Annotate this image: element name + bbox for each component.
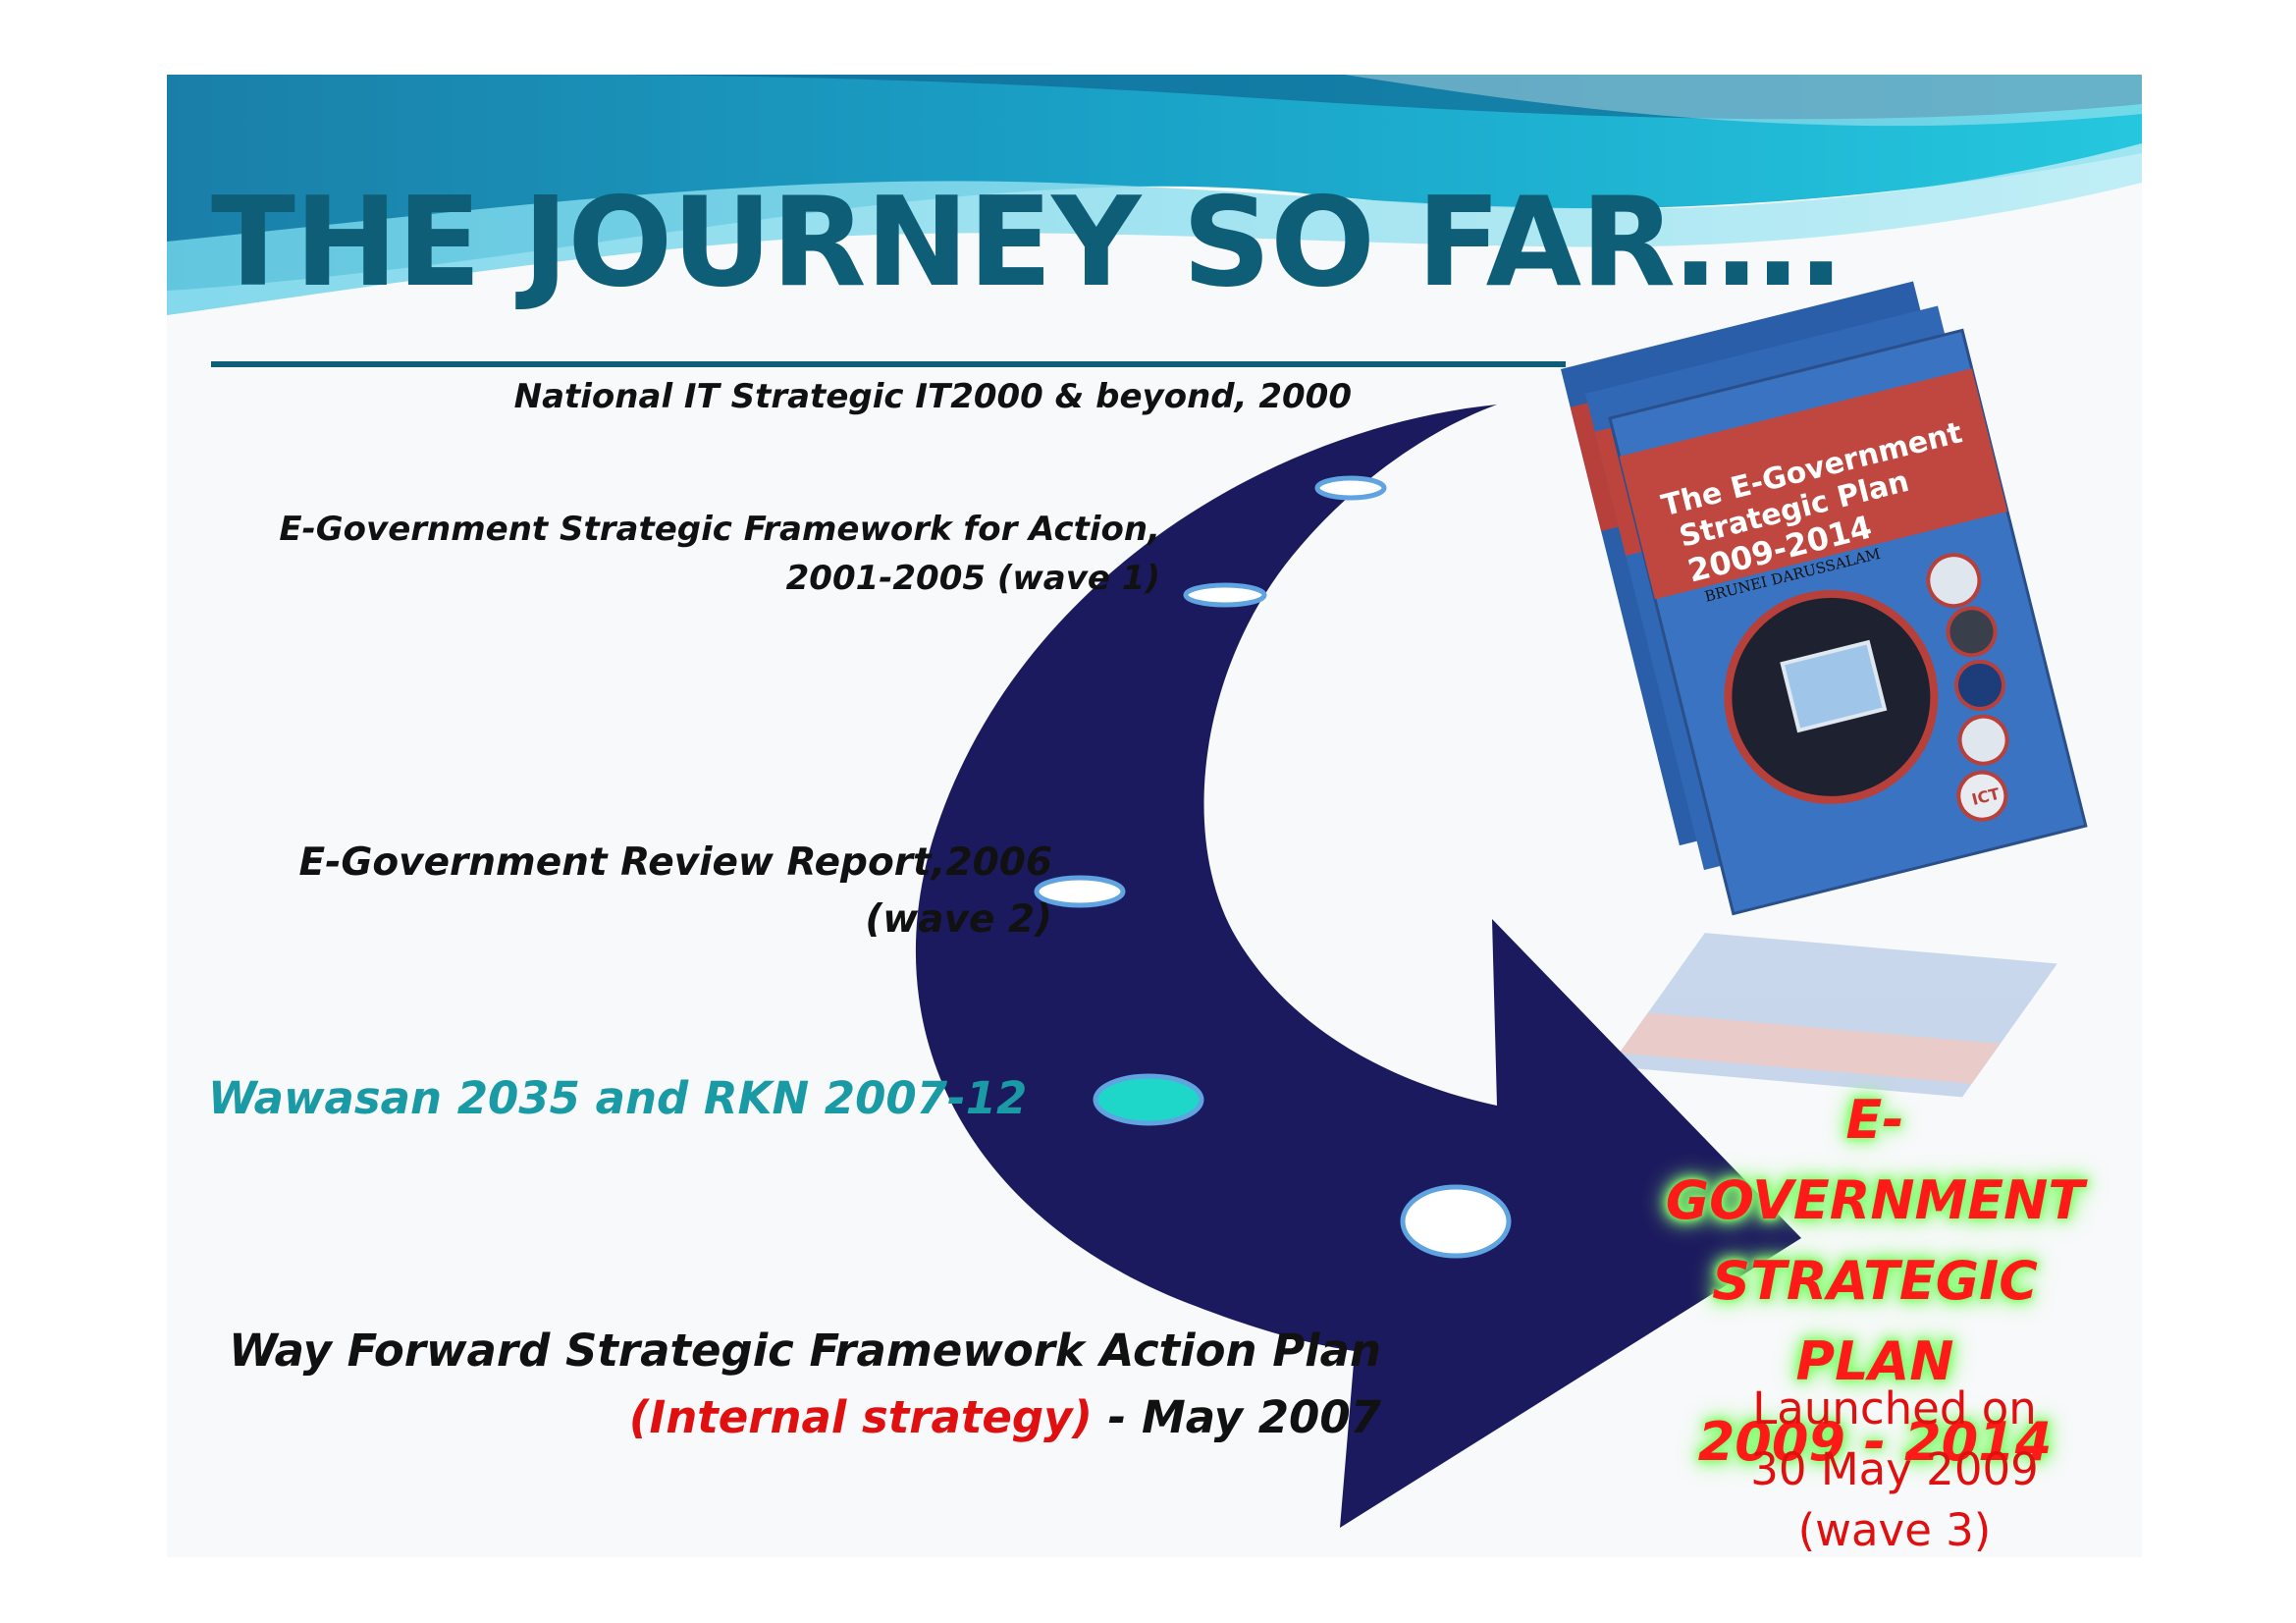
milestone-label-wave1: E-Government Strategic Framework for Act… [279, 505, 1160, 603]
journey-arrow [915, 405, 1801, 1528]
milestone-label-wave2: E-Government Review Report,2006 (wave 2) [299, 835, 1052, 948]
egov-plan-line: E-GOVERNMENT [1665, 1089, 2085, 1231]
title-underline [211, 361, 1566, 367]
way-forward-line1: Way Forward Strategic Framework Action P… [229, 1325, 1381, 1377]
launch-wave: (wave 3) [1797, 1504, 1992, 1556]
slide: THE JOURNEY SO FAR…. The E-Government St… [167, 75, 2142, 1557]
milestone-label-line: 2001-2005 (wave 1) [785, 559, 1160, 598]
milestone-label-it2000: National IT Strategic IT2000 & beyond, 2… [514, 375, 1352, 418]
book-stack-image: The E-Government Strategic Plan 2009-201… [1561, 281, 2088, 1098]
milestone-label-line: Wawasan 2035 and RKN 2007-12 [208, 1072, 1028, 1124]
milestone-dot [1034, 875, 1126, 908]
milestone-label-line: National IT Strategic IT2000 & beyond, 2… [513, 377, 1352, 416]
egov-plan-line: PLAN [1795, 1330, 1954, 1392]
way-forward-line2: (Internal strategy) - May 2007 [229, 1384, 1381, 1451]
egov-plan-years: 2009 - 2014 [1697, 1411, 2053, 1473]
milestone-label-line: E-Government Strategic Framework for Act… [279, 510, 1160, 549]
egov-plan-line: STRATEGIC [1712, 1250, 2038, 1312]
slide-title: THE JOURNEY SO FAR…. [211, 170, 1844, 314]
milestone-dot [1314, 475, 1387, 501]
milestone-dot [1183, 582, 1267, 608]
milestone-label-wawasan: Wawasan 2035 and RKN 2007-12 [208, 1070, 1027, 1127]
egov-plan-heading: E-GOVERNMENT STRATEGIC PLAN 2009 - 2014 [1639, 1080, 2110, 1483]
milestone-dot [1093, 1073, 1204, 1126]
launch-date: 30 May 2009 [1750, 1443, 2039, 1495]
way-forward-label: Way Forward Strategic Framework Action P… [229, 1318, 1381, 1451]
milestone-label-line: (wave 2) [865, 897, 1052, 942]
way-forward-date: - May 2007 [1092, 1391, 1381, 1443]
launch-info: Launched on 30 May 2009 (wave 3) [1688, 1379, 2101, 1557]
internal-strategy-text: (Internal strategy) [628, 1391, 1093, 1443]
milestone-label-line: E-Government Review Report,2006 [298, 840, 1052, 885]
milestone-dot [1400, 1184, 1512, 1259]
journey-graphic: The E-Government Strategic Plan 2009-201… [915, 281, 2088, 1528]
launch-line: Launched on [1752, 1382, 2037, 1434]
